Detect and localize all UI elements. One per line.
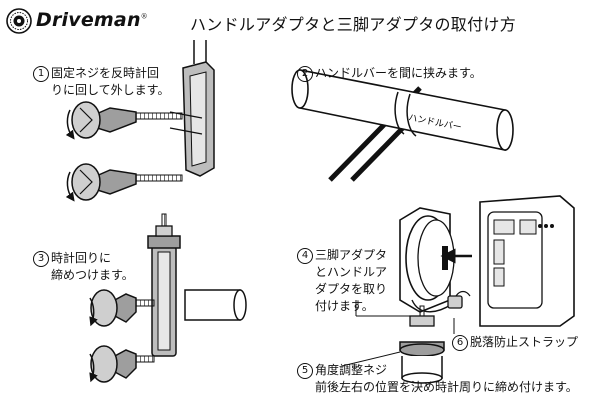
header: Driveman® ハンドルアダプタと三脚アダプタの取付け方 — [0, 0, 600, 40]
trademark-mark: ® — [140, 12, 148, 21]
step-number: 1 — [33, 66, 49, 82]
step3-illustration — [89, 213, 247, 383]
step2-illustration: ハンドルバー — [291, 69, 514, 182]
step1-illustration — [65, 40, 215, 202]
logo-icon — [6, 8, 32, 34]
step-number: 4 — [297, 248, 313, 264]
brand-name: Driveman® — [36, 9, 148, 31]
step-number: 3 — [33, 251, 49, 267]
page-title: ハンドルアダプタと三脚アダプタの取付け方 — [190, 15, 517, 34]
step-number: 2 — [297, 66, 313, 82]
step-number: 6 — [452, 335, 468, 351]
step4-illustration — [341, 195, 575, 384]
step-number: 5 — [297, 363, 313, 379]
